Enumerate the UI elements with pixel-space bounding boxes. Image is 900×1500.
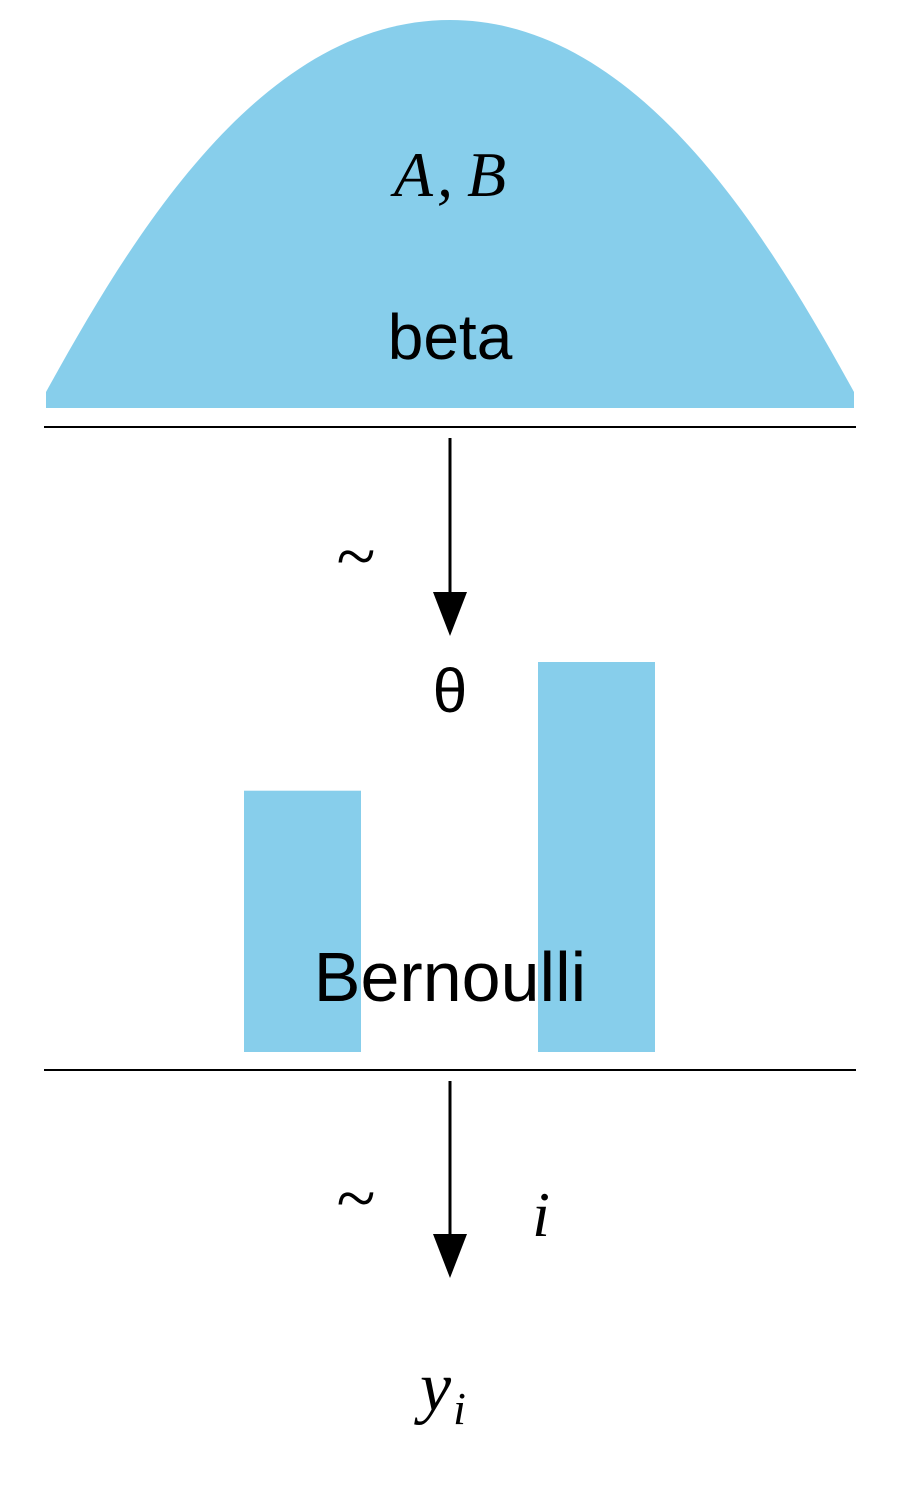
data-label: yi (414, 1349, 466, 1434)
param-separator: , (437, 139, 453, 210)
beta-params: A,B (390, 139, 506, 210)
arrow2-index-label: i (532, 1179, 550, 1250)
data-symbol: y (414, 1349, 452, 1426)
beta-label: beta (388, 301, 513, 373)
param-a: A (390, 139, 434, 210)
arrow-theta-to-data: ~ i (337, 1081, 550, 1278)
param-b: B (467, 139, 506, 210)
bernoulli-label: Bernoulli (314, 938, 586, 1016)
theta-label: θ (433, 657, 467, 726)
beta-density-shape (46, 20, 854, 408)
bernoulli-bar-1 (538, 662, 655, 1052)
arrow2-distributed-symbol: ~ (337, 1158, 376, 1238)
data-subscript: i (453, 1383, 466, 1434)
bernoulli-likelihood: Bernoulli (244, 662, 655, 1052)
arrow1-distributed-symbol: ~ (337, 516, 376, 596)
beta-prior: A,B beta (46, 20, 854, 408)
arrow-prior-to-theta: ~ (337, 438, 467, 636)
bernoulli-bar-0 (244, 790, 361, 1052)
arrow1-head (433, 592, 467, 636)
arrow2-head (433, 1234, 467, 1278)
